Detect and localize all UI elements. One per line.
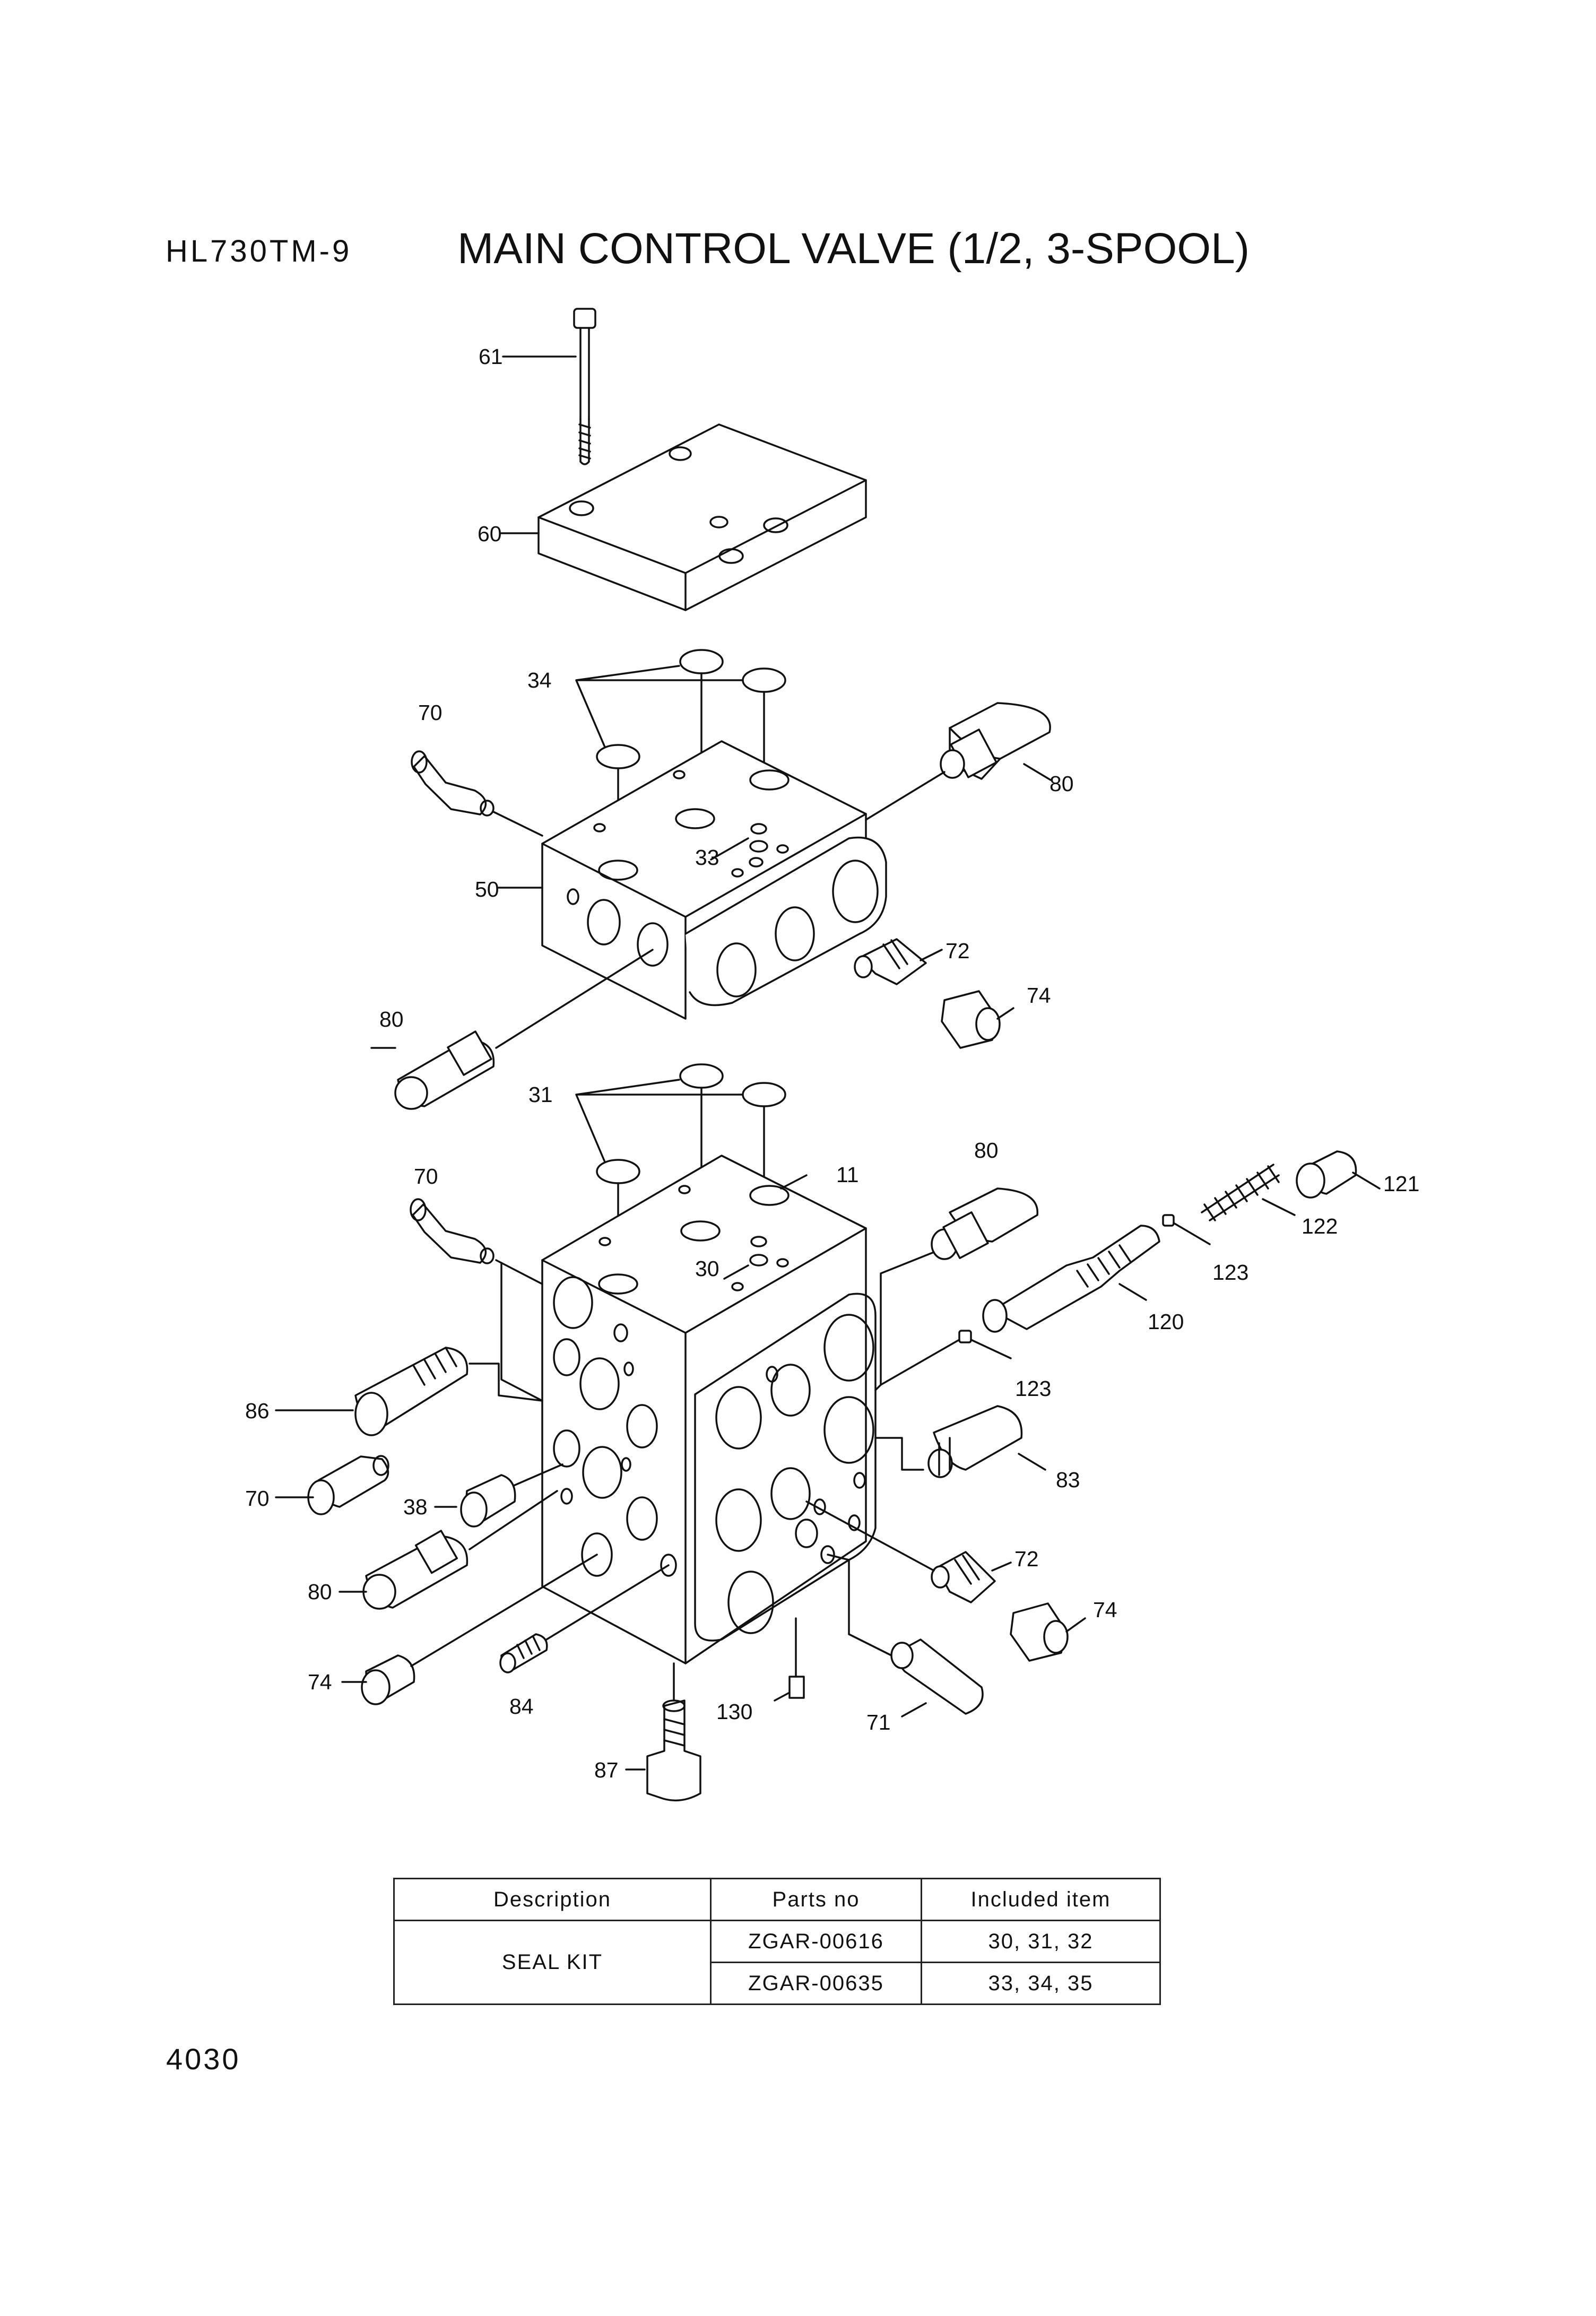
- cell-description: SEAL KIT: [393, 1920, 712, 2005]
- relief-valve-80-middle: [370, 949, 654, 1110]
- valve-87: [625, 1662, 701, 1802]
- callout-71: 71: [866, 1710, 891, 1734]
- callout-70-middle: 70: [414, 1164, 438, 1189]
- leader-lines: [498, 355, 808, 1280]
- spring-122: [1201, 1164, 1296, 1221]
- plug-84: [499, 1564, 670, 1673]
- plug-38: [434, 1463, 563, 1528]
- plug-70-lower: [275, 1455, 389, 1515]
- check-72-lower: [805, 1500, 1012, 1603]
- callout-70-lower: 70: [245, 1486, 270, 1511]
- relief-valve-80-lower: [339, 1490, 558, 1610]
- cell-parts-no: ZGAR-00616: [710, 1920, 922, 1963]
- cell-included-item: 33, 34, 35: [921, 1962, 1161, 2005]
- callout-50: 50: [475, 877, 499, 901]
- callout-123-upper: 123: [1212, 1260, 1248, 1285]
- valve-83: [874, 1405, 1046, 1478]
- callout-33: 33: [695, 845, 719, 870]
- callout-120: 120: [1148, 1309, 1184, 1334]
- cell-parts-no: ZGAR-00635: [710, 1962, 922, 2005]
- callout-80-upper: 80: [1049, 771, 1074, 796]
- ball-123-upper: [1162, 1214, 1211, 1245]
- callout-74-upper: 74: [1027, 983, 1051, 1008]
- callout-80-lower: 80: [308, 1580, 332, 1604]
- callout-121: 121: [1383, 1172, 1419, 1196]
- cell-included-item: 30, 31, 32: [921, 1920, 1161, 1963]
- header-included-item: Included item: [921, 1878, 1161, 1921]
- valve-body-11: [541, 1155, 877, 1664]
- orifice-130: [774, 1617, 805, 1702]
- callout-87: 87: [594, 1758, 619, 1782]
- callout-60: 60: [478, 522, 502, 546]
- callout-70-upper: 70: [418, 700, 443, 725]
- plug-71: [827, 1554, 984, 1718]
- callout-74-left: 74: [308, 1670, 332, 1694]
- callout-61: 61: [479, 344, 503, 369]
- plug-74-upper: [941, 990, 1014, 1049]
- bolt-61: [573, 308, 596, 465]
- callout-30: 30: [695, 1256, 719, 1281]
- callout-80-right: 80: [974, 1138, 999, 1163]
- table-header-row: Description Parts no Included item: [393, 1878, 1161, 1921]
- exploded-valve-diagram: 61 60 34 70 80 33 50 72 74 80 31 80 121 …: [245, 308, 1419, 1802]
- callout-38: 38: [403, 1495, 428, 1519]
- cover-plate-60: [537, 423, 867, 611]
- plug-70-upper: [411, 750, 543, 837]
- check-72-upper: [854, 938, 943, 985]
- callout-72-upper: 72: [946, 939, 970, 963]
- callout-34: 34: [527, 668, 552, 692]
- model-name: HL730TM-9: [166, 234, 352, 268]
- seal-kit-table: Description Parts no Included item SEAL …: [393, 1878, 1161, 2005]
- callout-11: 11: [836, 1163, 859, 1187]
- callout-123-lower: 123: [1015, 1376, 1051, 1401]
- header-parts-no: Parts no: [710, 1878, 922, 1921]
- plug-70-middle: [410, 1198, 543, 1402]
- callout-83: 83: [1056, 1468, 1080, 1492]
- callout-84: 84: [509, 1694, 534, 1719]
- relief-valve-80-right: [874, 1187, 1038, 1391]
- table-row: ZGAR-00635 33, 34, 35: [394, 1962, 1161, 2005]
- callout-80-middle: 80: [379, 1007, 404, 1031]
- callout-130: 130: [716, 1699, 752, 1724]
- callout-122: 122: [1302, 1214, 1338, 1238]
- relief-valve-80-upper: [865, 702, 1052, 821]
- page-title: MAIN CONTROL VALVE (1/2, 3-SPOOL): [457, 224, 1250, 273]
- callout-72-lower: 72: [1014, 1547, 1039, 1571]
- ball-123-lower: [880, 1330, 1012, 1386]
- relief-valve-86: [275, 1347, 543, 1436]
- plug-74-lower: [1010, 1602, 1086, 1662]
- header-description: Description: [393, 1878, 712, 1921]
- valve-body-50: [541, 740, 887, 1020]
- callout-86: 86: [245, 1399, 270, 1423]
- spool-120: [982, 1225, 1160, 1333]
- callout-74-lower: 74: [1093, 1598, 1117, 1622]
- page-number: 4030: [166, 2042, 241, 2076]
- callout-31: 31: [528, 1082, 553, 1107]
- plug-121: [1296, 1150, 1381, 1199]
- plug-74-left: [341, 1554, 598, 1705]
- table-row: SEAL KIT ZGAR-00616 30, 31, 32: [393, 1920, 1161, 2005]
